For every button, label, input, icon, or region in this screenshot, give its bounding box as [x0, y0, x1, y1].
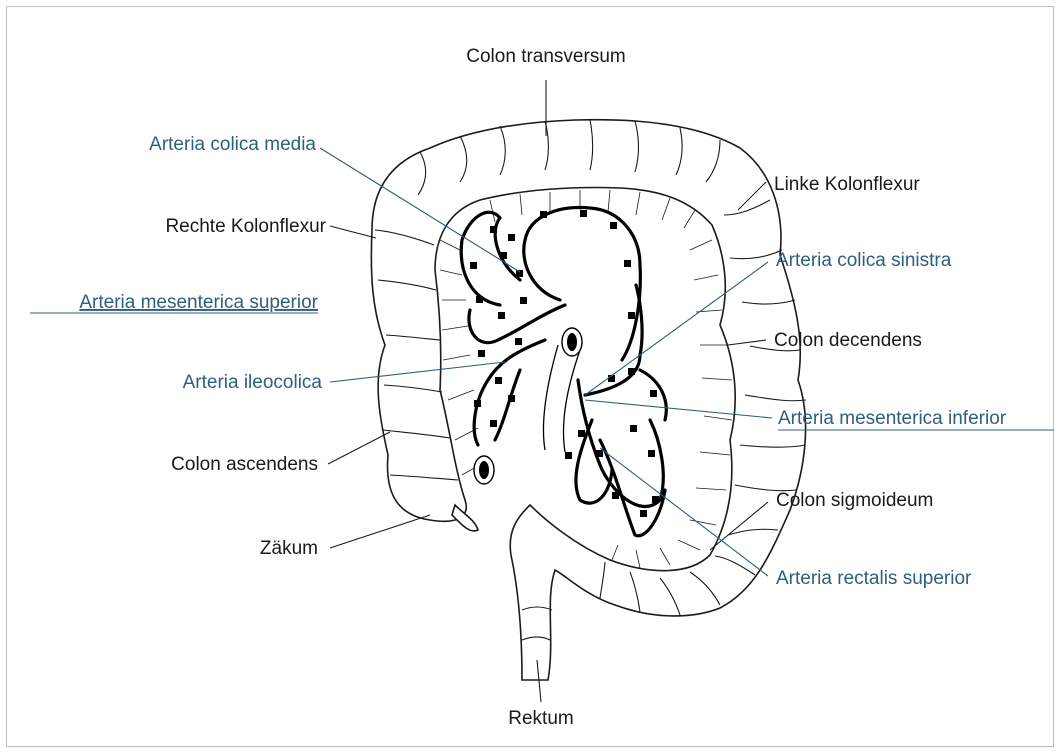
- vasa-recta: [440, 190, 732, 568]
- label-zaekum: Zäkum: [260, 538, 318, 559]
- label-arteria-colica-sinistra: Arteria colica sinistra: [776, 250, 952, 271]
- label-rechte-kolonflexur: Rechte Kolonflexur: [165, 216, 326, 237]
- label-arteria-colica-media: Arteria colica media: [149, 134, 316, 155]
- label-colon-decendens: Colon decendens: [774, 330, 922, 351]
- label-arteria-mesenterica-superior: Arteria mesenterica superior: [79, 292, 318, 313]
- label-colon-sigmoideum: Colon sigmoideum: [776, 490, 933, 511]
- arterial-arcades: [461, 207, 666, 535]
- label-arteria-rectalis-superior: Arteria rectalis superior: [776, 568, 972, 589]
- label-arteria-mesenterica-inferior: Arteria mesenterica inferior: [778, 408, 1007, 429]
- label-rektum: Rektum: [508, 708, 573, 729]
- label-linke-kolonflexur: Linke Kolonflexur: [774, 174, 920, 195]
- label-colon-ascendens: Colon ascendens: [171, 454, 318, 475]
- label-colon-transversum: Colon transversum: [466, 46, 625, 67]
- label-arteria-ileocolica: Arteria ileocolica: [183, 372, 323, 393]
